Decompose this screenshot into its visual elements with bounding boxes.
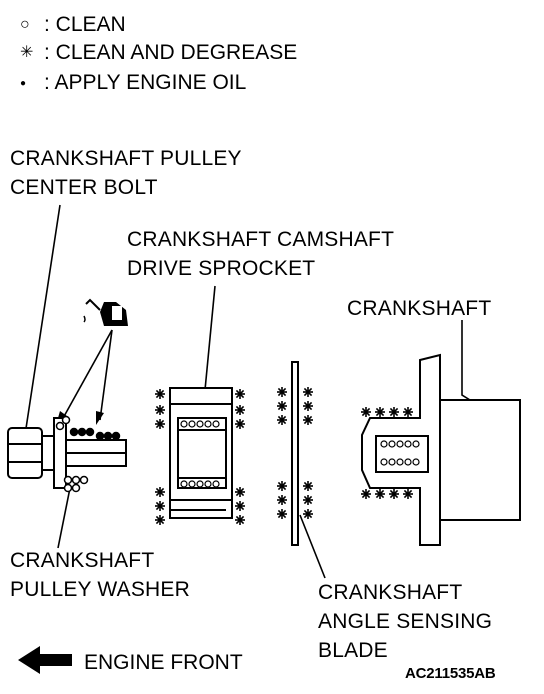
leader-sprocket bbox=[204, 285, 216, 391]
label-line: CRANKSHAFT PULLEY bbox=[10, 147, 242, 170]
label-angle-sensing-blade: CRANKSHAFT ANGLE SENSING BLADE bbox=[318, 578, 492, 665]
label-line: PULLEY WASHER bbox=[10, 578, 190, 601]
legend-clean: ○ : CLEAN bbox=[20, 12, 126, 38]
engine-front-arrow-icon bbox=[18, 646, 72, 674]
legend-clean-text: : CLEAN bbox=[44, 13, 126, 36]
label-crankshaft: CRANKSHAFT bbox=[347, 297, 492, 320]
leader-blade bbox=[299, 514, 326, 579]
crankshaft-drawing bbox=[361, 353, 521, 546]
pulley-center-bolt bbox=[7, 427, 127, 479]
label-pulley-washer: CRANKSHAFT PULLEY WASHER bbox=[10, 546, 190, 604]
legend-degrease: ✳ : CLEAN AND DEGREASE bbox=[20, 40, 297, 66]
oil-dots bbox=[55, 415, 121, 493]
label-camshaft-drive-sprocket: CRANKSHAFT CAMSHAFT DRIVE SPROCKET bbox=[127, 225, 394, 283]
angle-sensing-blade bbox=[291, 361, 299, 546]
leader-oil-1 bbox=[61, 329, 113, 421]
legend-oil-text: : APPLY ENGINE OIL bbox=[44, 71, 247, 94]
label-line: BLADE bbox=[318, 639, 388, 662]
leader-crankshaft bbox=[461, 320, 471, 401]
label-pulley-center-bolt: CRANKSHAFT PULLEY CENTER BOLT bbox=[10, 144, 242, 202]
leader-lines bbox=[24, 204, 471, 579]
pulley-washer bbox=[53, 417, 67, 489]
filled-dot-icon: ● bbox=[20, 78, 27, 89]
sprocket-clean-marks bbox=[180, 420, 220, 488]
label-line: CRANKSHAFT CAMSHAFT bbox=[127, 228, 395, 251]
engine-front-label: ENGINE FRONT bbox=[84, 651, 243, 674]
label-line: CENTER BOLT bbox=[10, 176, 158, 199]
drive-sprocket bbox=[169, 387, 233, 519]
label-line: DRIVE SPROCKET bbox=[127, 257, 316, 280]
crankshaft-clean-marks bbox=[380, 440, 420, 466]
oil-can-icon bbox=[83, 298, 128, 326]
arrow-head-2 bbox=[96, 411, 104, 425]
label-line: ANGLE SENSING bbox=[318, 610, 493, 633]
label-line: CRANKSHAFT bbox=[10, 549, 155, 572]
label-line: CRANKSHAFT bbox=[318, 581, 463, 604]
open-circle-icon: ○ bbox=[20, 16, 30, 33]
leader-washer bbox=[57, 487, 71, 549]
asterisk-icon: ✳ bbox=[20, 44, 34, 61]
figure-code: AC211535AB bbox=[405, 665, 496, 682]
leader-bolt bbox=[24, 204, 61, 436]
leader-oil-2 bbox=[99, 329, 113, 421]
legend-oil: ● : APPLY ENGINE OIL bbox=[20, 70, 246, 97]
legend-degrease-text: : CLEAN AND DEGREASE bbox=[44, 41, 298, 64]
